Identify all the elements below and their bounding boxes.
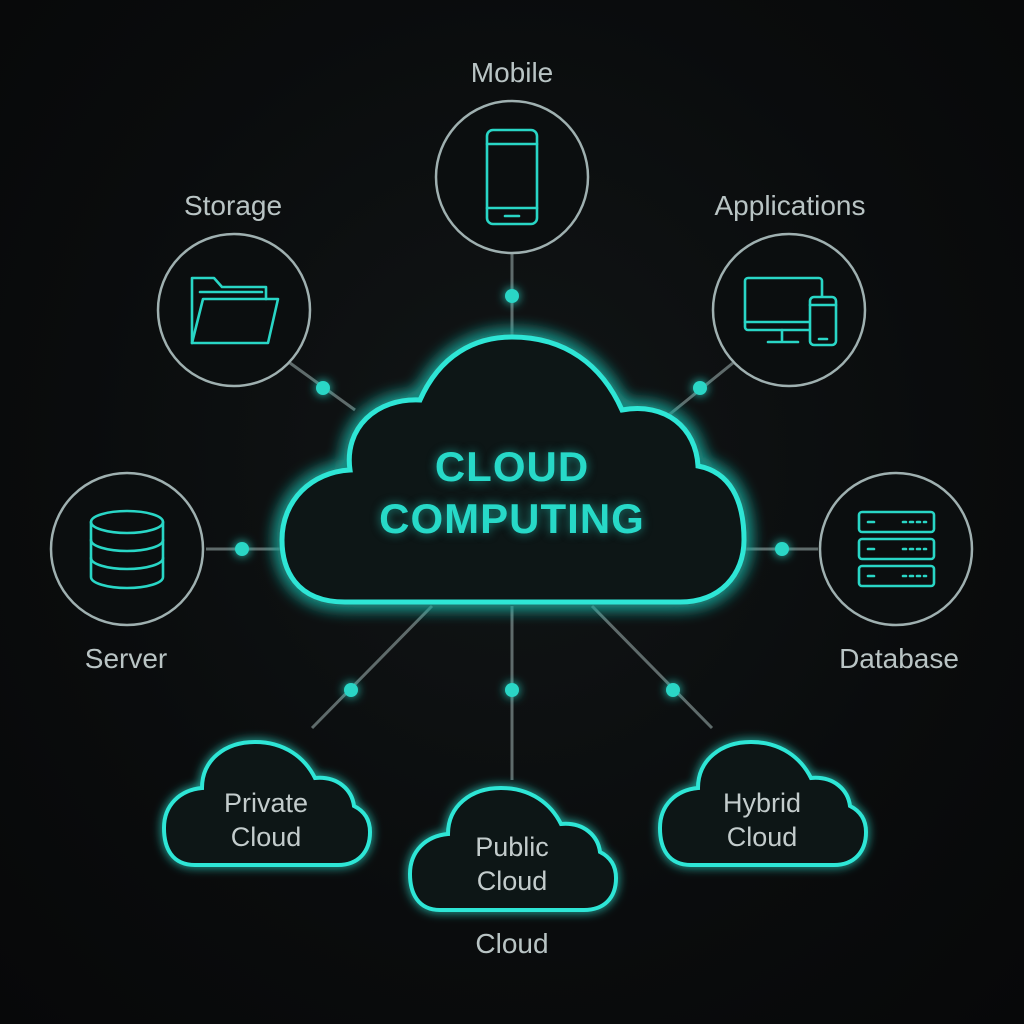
- label-database: Database: [839, 643, 959, 674]
- label-applications: Applications: [714, 190, 866, 221]
- devices-icon: [743, 276, 838, 347]
- folder-icon: [190, 276, 280, 345]
- connector-hybrid-cloud: [590, 604, 714, 730]
- connector-dot-public-cloud: [505, 683, 519, 697]
- public-cloud-shape: [407, 785, 619, 912]
- connector-dot-database: [775, 542, 789, 556]
- hybrid-cloud-label: Hybrid Cloud: [723, 786, 801, 854]
- database-cylinder-icon: [89, 509, 165, 590]
- connector-dot-mobile: [505, 289, 519, 303]
- hybrid-cloud-shape: [657, 739, 869, 867]
- connector-dot-applications: [693, 381, 707, 395]
- main-title-line1: CLOUD: [434, 443, 590, 490]
- private-cloud-label: Private Cloud: [224, 786, 308, 854]
- label-storage: Storage: [183, 190, 283, 221]
- main-title: CLOUD COMPUTING: [379, 441, 645, 545]
- main-cloud-shape: [279, 334, 747, 605]
- public-cloud-label: Public Cloud: [475, 830, 549, 898]
- node-server: [49, 471, 205, 627]
- connector-dot-storage: [316, 381, 330, 395]
- label-mobile: Mobile: [470, 57, 554, 88]
- node-mobile: [434, 99, 590, 255]
- connector-dot-server: [235, 542, 249, 556]
- private-cloud-shape: [161, 739, 373, 867]
- node-storage: [156, 232, 312, 388]
- public-cloud-line1: Public: [475, 832, 549, 862]
- public-cloud-line2: Cloud: [476, 866, 548, 896]
- main-title-line2: COMPUTING: [379, 495, 645, 542]
- hybrid-cloud-line2: Cloud: [726, 822, 798, 852]
- smartphone-icon: [485, 128, 539, 226]
- label-server: Server: [84, 643, 168, 674]
- private-cloud-line1: Private: [223, 788, 309, 818]
- label-bottom-cloud: Cloud: [475, 928, 549, 959]
- node-applications: [711, 232, 867, 388]
- server-rack-icon: [857, 510, 936, 588]
- connector-dot-hybrid-cloud: [666, 683, 680, 697]
- connector-private-cloud: [310, 604, 434, 730]
- private-cloud-line2: Cloud: [230, 822, 302, 852]
- node-database: [818, 471, 974, 627]
- connector-dot-private-cloud: [344, 683, 358, 697]
- hybrid-cloud-line1: Hybrid: [722, 788, 802, 818]
